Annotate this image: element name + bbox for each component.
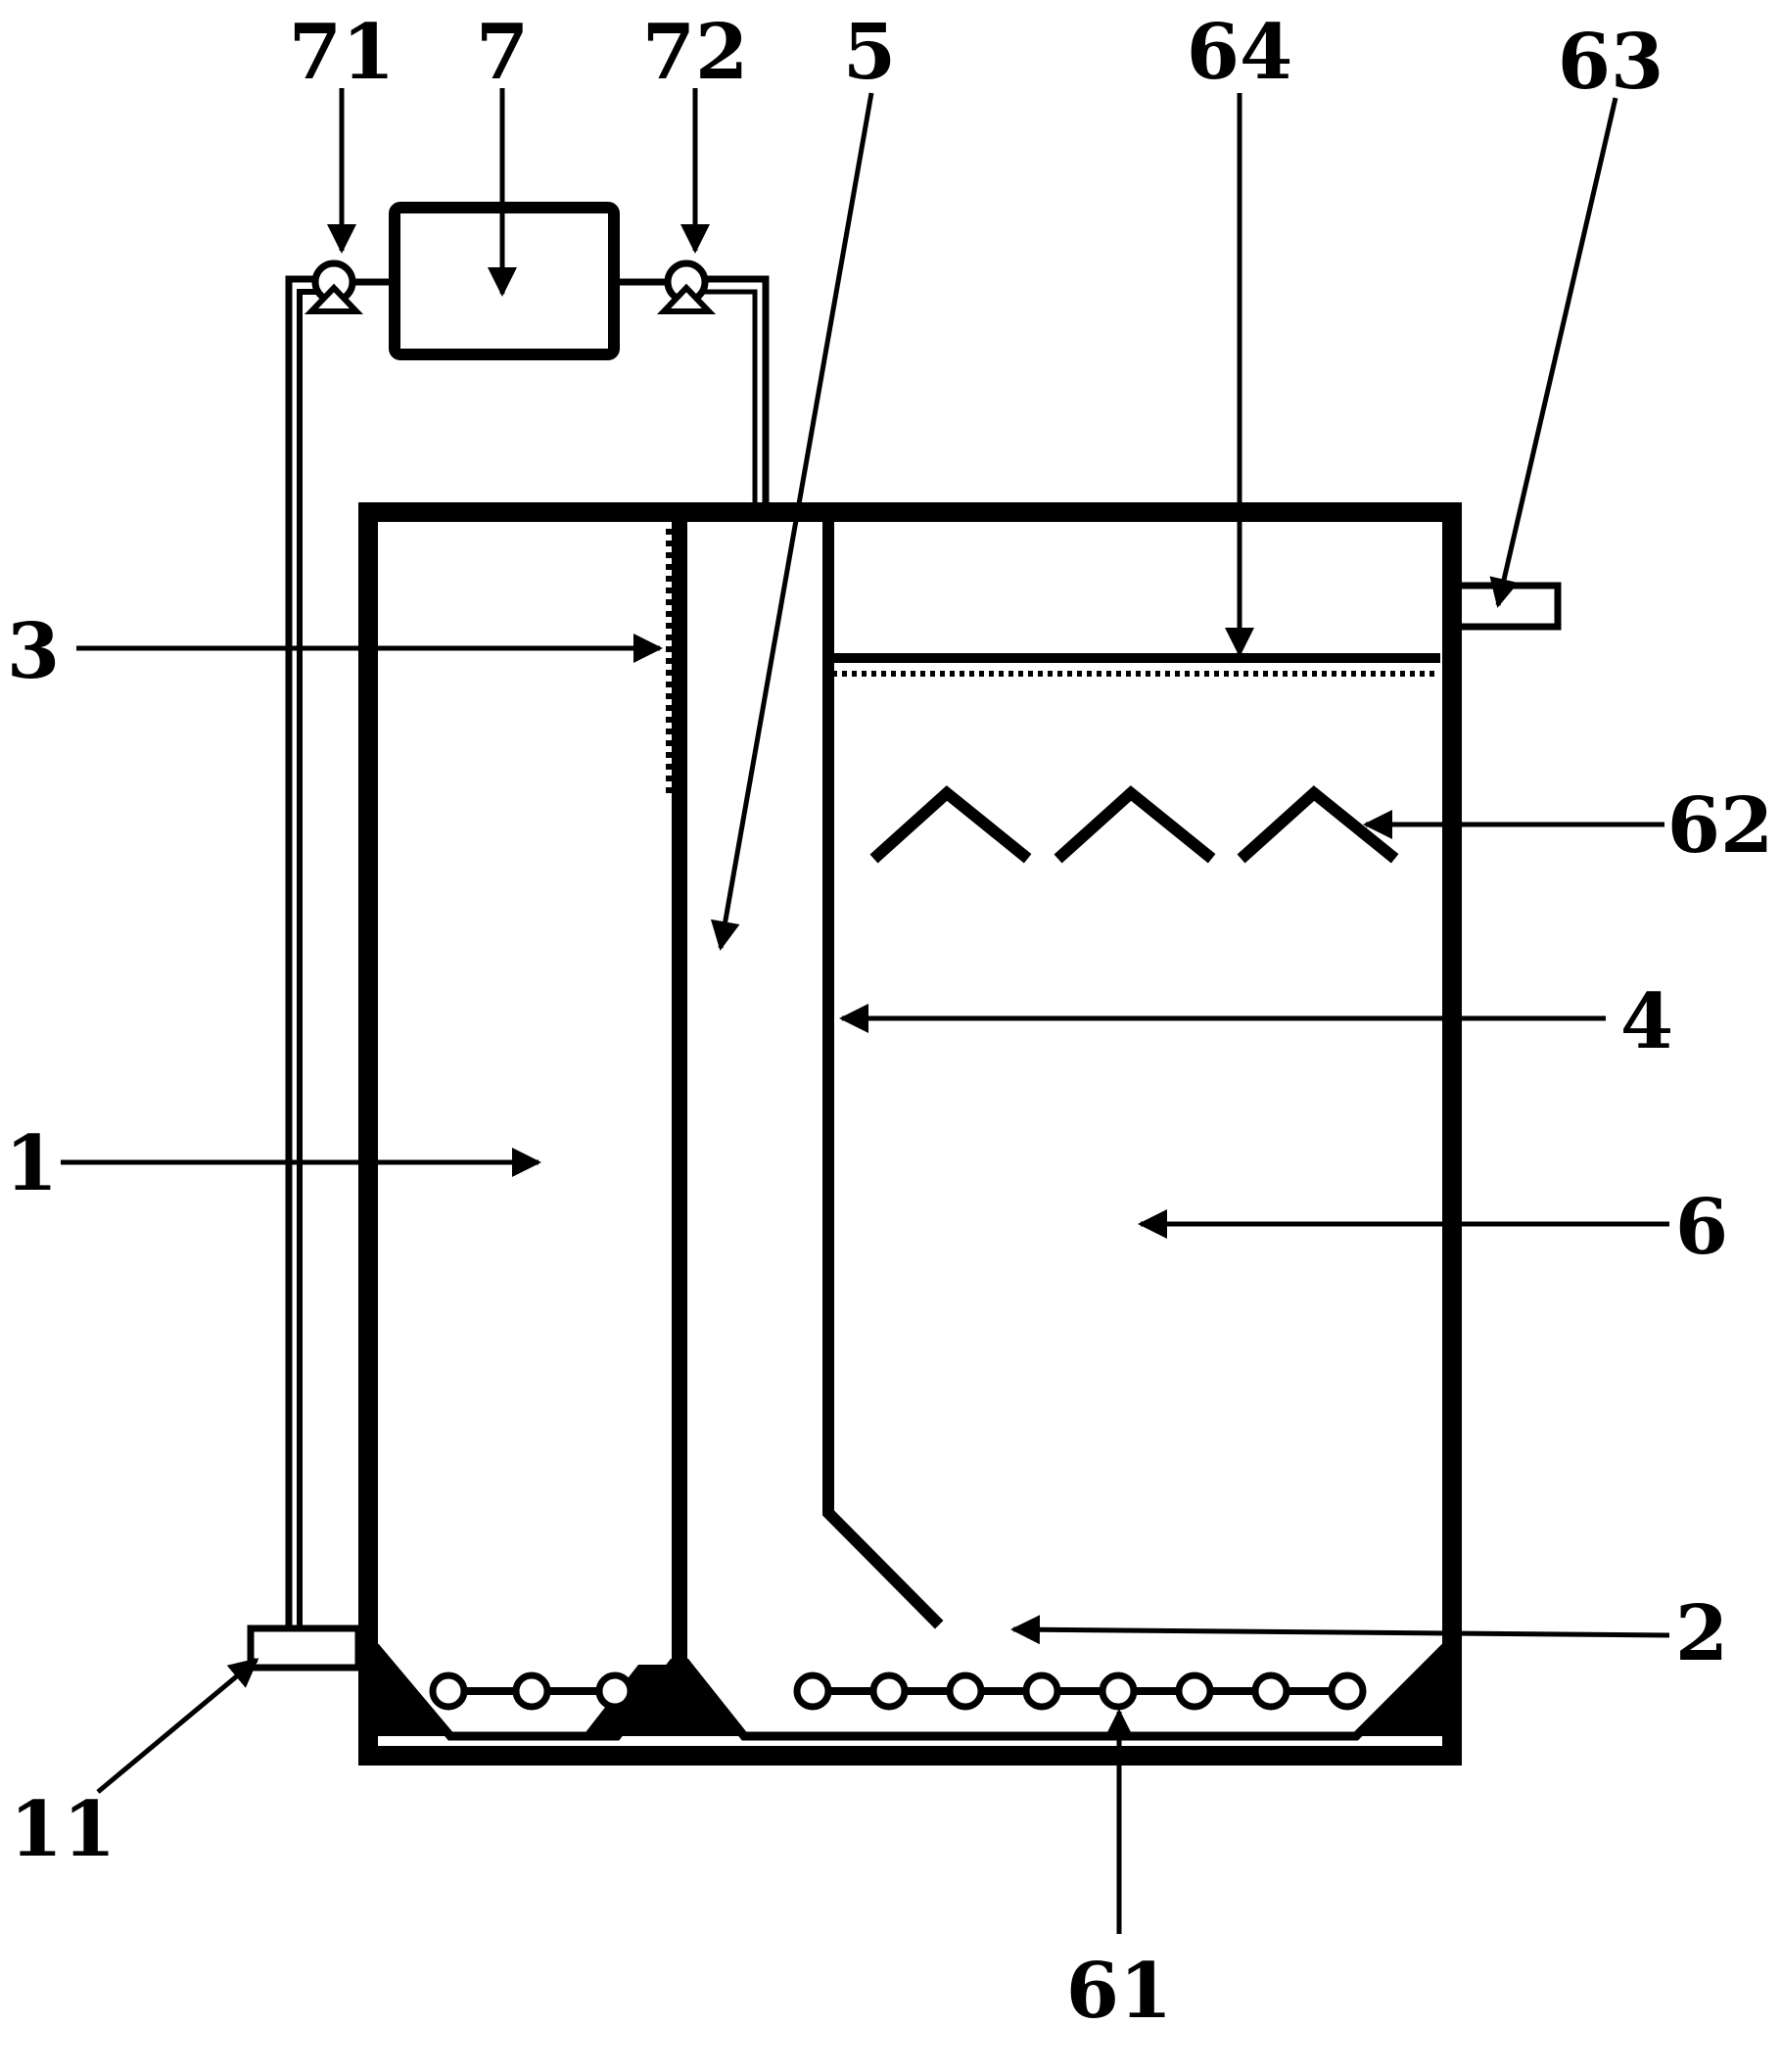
- aerator: [512, 1672, 551, 1711]
- aerator-61: [1099, 1672, 1138, 1711]
- outlet-pipe-63: [1448, 582, 1562, 631]
- recirc-pipe-inner: [297, 289, 316, 1631]
- pump-72-icon: [656, 259, 717, 314]
- recirc-pipe-outer: [285, 275, 317, 1632]
- label-71: 71: [289, 8, 396, 97]
- label-72: 72: [642, 8, 749, 97]
- pipe-pump72-down-inner: [704, 289, 758, 505]
- baffle-4: [822, 516, 944, 1629]
- inlet-pipe-11: [247, 1625, 362, 1672]
- outer-tank: [358, 502, 1462, 1766]
- aerator-61: [793, 1672, 832, 1711]
- hopper-left: [371, 1643, 679, 1741]
- label-63: 63: [1558, 18, 1664, 107]
- aerator-61: [1328, 1672, 1367, 1711]
- aerator-61: [869, 1672, 909, 1711]
- label-7: 7: [476, 8, 529, 97]
- label-61: 61: [1066, 1947, 1173, 2036]
- pump-71-icon: [304, 259, 364, 314]
- label-6: 6: [1675, 1183, 1728, 1272]
- hopper-right: [680, 1643, 1449, 1741]
- label-2: 2: [1675, 1589, 1728, 1678]
- aerator-61: [1251, 1672, 1290, 1711]
- label-3: 3: [7, 607, 60, 696]
- label-1: 1: [5, 1119, 58, 1208]
- aerator: [429, 1672, 468, 1711]
- arrow-2: [1010, 1615, 1670, 1645]
- pipe-pump72-down: [703, 275, 770, 506]
- aerator-61: [946, 1672, 985, 1711]
- arrow-5: [710, 92, 874, 951]
- label-4: 4: [1620, 977, 1673, 1066]
- separator-62-a: [869, 785, 1032, 864]
- arrow-63: [1489, 97, 1618, 608]
- label-64: 64: [1187, 8, 1293, 97]
- aerator-61: [1175, 1672, 1214, 1711]
- separator-62-b: [1054, 785, 1216, 864]
- hopper-mid-fill: [583, 1665, 742, 1736]
- label-62: 62: [1667, 781, 1774, 871]
- aerator-61: [1022, 1672, 1061, 1711]
- aerator: [595, 1672, 634, 1711]
- label-5: 5: [843, 8, 896, 97]
- label-11: 11: [10, 1785, 117, 1874]
- arrow-11: [96, 1658, 259, 1794]
